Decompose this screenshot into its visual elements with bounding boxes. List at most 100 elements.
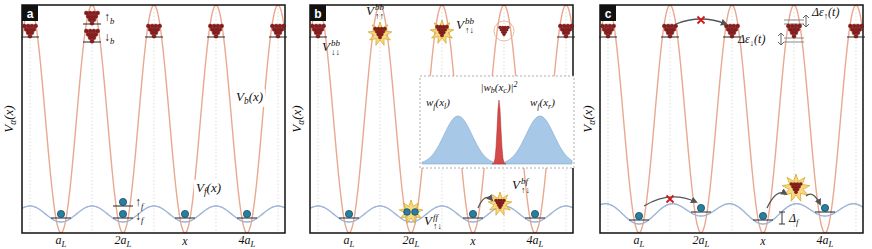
math-label: f: [433, 102, 435, 111]
math-label: 2: [514, 80, 518, 89]
fermion-atom: [697, 204, 704, 211]
fermion-potential: [310, 206, 573, 222]
boson-atom: [152, 34, 156, 38]
boson-atom: [28, 34, 32, 38]
math-label: V: [456, 17, 464, 32]
fermion-atom: [635, 212, 642, 219]
boson-atom: [276, 34, 280, 38]
math-label: |w: [480, 81, 490, 93]
fermion-atom: [119, 210, 126, 217]
math-label: ): [551, 96, 555, 108]
panel-art: [600, 5, 863, 233]
label-group: Vf(x): [194, 180, 223, 198]
math-label: bb: [375, 3, 384, 12]
math-label: (x): [580, 105, 595, 119]
math-label: (x): [289, 105, 304, 119]
label-group: ↓b: [104, 31, 114, 45]
math-label: V: [424, 213, 432, 228]
math-label: L: [251, 238, 256, 248]
label-group: 4aL: [817, 234, 834, 248]
math-label: V: [1, 125, 16, 133]
math-label: ↑: [824, 11, 828, 21]
wannier-right: [498, 116, 572, 164]
label-group: Vbb↑↓: [456, 17, 474, 36]
interaction-star: [488, 192, 512, 215]
energy-level: [784, 42, 804, 43]
label-group: wf(xl): [426, 97, 450, 110]
math-label: b: [244, 96, 249, 106]
label-group: Vα(x): [2, 105, 18, 132]
math-label: L: [640, 238, 645, 248]
wannier-boson: [492, 100, 506, 164]
guide-line: [278, 5, 279, 233]
math-label: f: [204, 187, 207, 197]
math-label: bb: [465, 17, 474, 26]
math-label: ↓: [104, 30, 110, 44]
label-group: Vbb↓↓: [322, 39, 340, 58]
boson-atom: [378, 36, 381, 39]
panel-frame: [22, 5, 285, 233]
fermion-atom: [404, 209, 411, 216]
hopping-arrow: [806, 194, 820, 204]
math-label: a: [344, 233, 350, 247]
guide-line: [216, 5, 217, 233]
label-group: ↓f: [135, 210, 143, 224]
math-label: (x: [540, 96, 549, 108]
panel-letter-box: [22, 5, 38, 21]
math-label: ↑: [135, 195, 141, 209]
wannier-left: [422, 116, 500, 164]
guide-line: [30, 5, 31, 233]
math-label: (x): [207, 180, 221, 195]
math-label: V: [322, 39, 330, 54]
label-group: 2aL: [115, 234, 132, 248]
guide-line: [318, 5, 319, 233]
math-label: α: [8, 120, 18, 125]
fermion-atom: [119, 198, 126, 205]
interaction-star: [399, 200, 423, 223]
boson-atom: [90, 39, 94, 43]
math-label: L: [829, 238, 834, 248]
interaction-star: [368, 22, 392, 45]
panel-letter-box: [600, 5, 616, 21]
math-label: L: [705, 238, 710, 248]
label-group: x: [470, 235, 475, 247]
label-group: Δε↓(t): [738, 33, 765, 47]
boson-potential: [22, 5, 285, 233]
math-label: x: [760, 234, 765, 248]
math-label: V: [236, 89, 244, 104]
math-label: f: [141, 215, 143, 225]
math-label: )|: [507, 81, 514, 93]
label-group: 4aL: [239, 234, 256, 248]
boson-atom: [730, 34, 734, 38]
guide-line: [154, 5, 155, 233]
boson-potential: [600, 5, 863, 233]
math-label: V: [512, 177, 520, 192]
label-group: aL: [344, 234, 355, 248]
boson-atom: [794, 191, 797, 194]
label-group: ↑b: [104, 11, 114, 25]
math-label: 2a: [403, 233, 415, 247]
math-label: a: [634, 233, 640, 247]
fermion-atom: [243, 210, 250, 217]
math-label: 2a: [115, 233, 127, 247]
panel-letter-box: [310, 5, 326, 21]
math-label: (x: [495, 81, 504, 93]
fermion-atom: [412, 209, 419, 216]
site-ring: [494, 21, 514, 41]
panel-art: [310, 5, 573, 233]
guide-line: [732, 5, 733, 233]
math-label: α: [296, 120, 306, 125]
index-stack: bb↓↓: [331, 39, 340, 58]
math-label: ↓: [750, 38, 754, 48]
fermion-atom: [531, 210, 538, 217]
guide-line: [608, 5, 609, 233]
math-label: V: [196, 180, 204, 195]
boson-atom: [854, 34, 858, 38]
boson-atom: [499, 206, 502, 209]
math-label: w: [426, 96, 433, 108]
math-label: x: [470, 234, 475, 248]
math-label: L: [350, 238, 355, 248]
label-group: Vbb↑↑: [366, 3, 384, 22]
fermion-atom: [181, 210, 188, 217]
math-label: Δε: [738, 32, 750, 46]
